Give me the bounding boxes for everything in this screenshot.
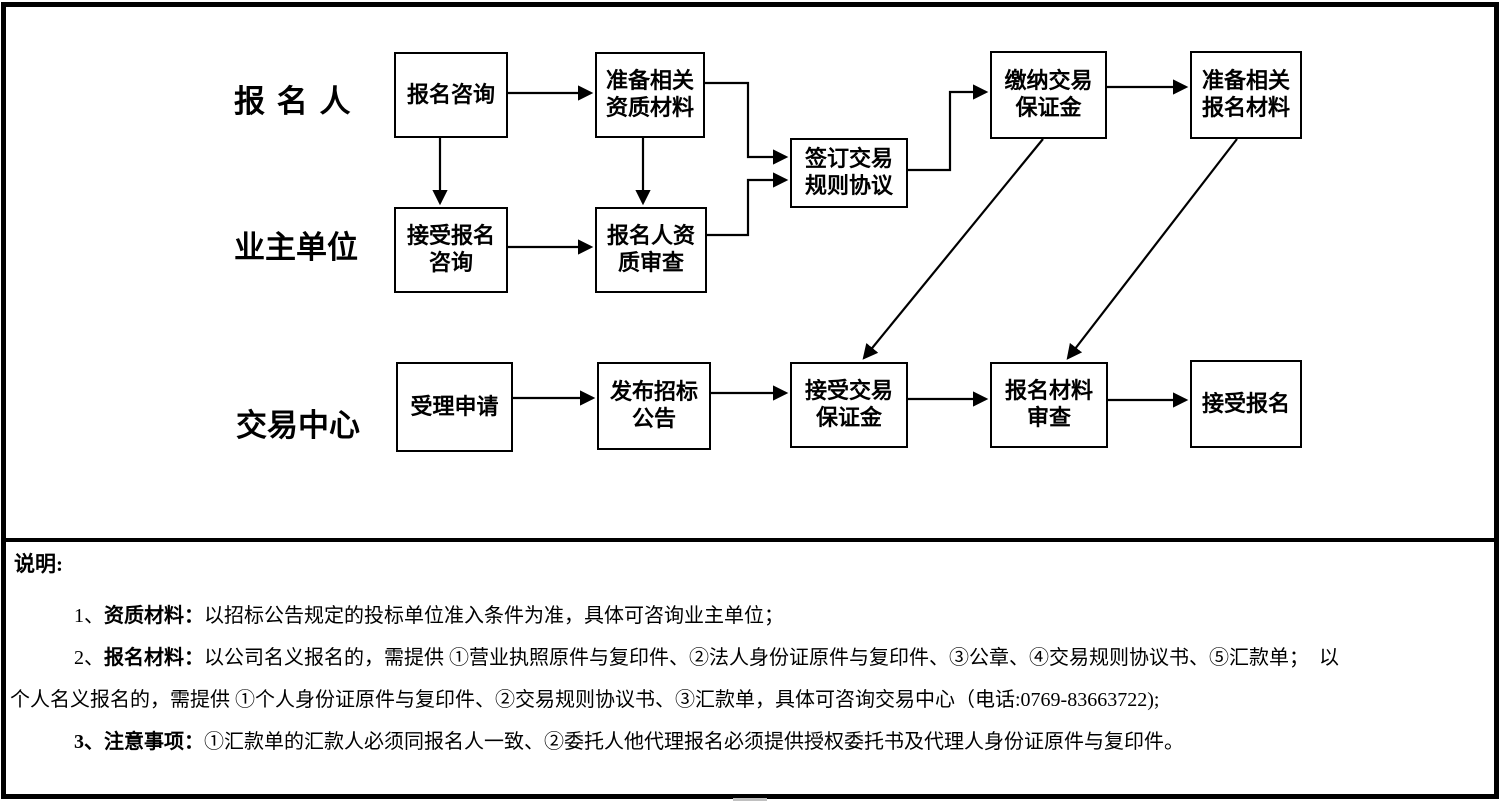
- arrow-deposit-diagonal: [862, 138, 1044, 360]
- arrow-review-to-agreement: [707, 172, 789, 237]
- section-divider: [2, 538, 1498, 542]
- note-text: 以公司名义报名的，需提供 ①营业执照原件与复印件、②法人身份证原件与复印件、③公…: [10, 647, 1339, 711]
- note-label: 报名材料：: [104, 647, 204, 669]
- node-registration-inquiry: 报名咨询: [394, 52, 508, 138]
- note-text: 以招标公告规定的投标单位准入条件为准，具体可咨询业主单位；: [204, 605, 784, 627]
- node-registration-material-review: 报名材料 审查: [990, 362, 1108, 448]
- note-item-qualification: 1、资质材料：以招标公告规定的投标单位准入条件为准，具体可咨询业主单位；: [10, 595, 1483, 637]
- note-item-registration-materials: 2、报名材料：以公司名义报名的，需提供 ①营业执照原件与复印件、②法人身份证原件…: [10, 637, 1483, 721]
- node-pay-trade-deposit: 缴纳交易 保证金: [990, 51, 1107, 139]
- node-applicant-qualification-review: 报名人资 质审查: [595, 207, 707, 293]
- note-label: 注意事项：: [104, 731, 204, 753]
- lane-label-applicant: 报 名 人: [234, 84, 353, 119]
- lane-label-owner-unit: 业主单位: [234, 230, 358, 265]
- arrow-materials-diagonal: [1066, 138, 1238, 360]
- node-prepare-registration-materials: 准备相关 报名材料: [1190, 51, 1302, 139]
- notes-section: 说明: 1、资质材料：以招标公告规定的投标单位准入条件为准，具体可咨询业主单位；…: [10, 551, 1483, 763]
- arrow-agreement-to-deposit: [908, 84, 989, 172]
- page-edge-artifact: [733, 798, 767, 801]
- node-accept-registration-inquiry: 接受报名 咨询: [394, 207, 508, 293]
- node-publish-bid-announcement: 发布招标 公告: [597, 362, 711, 450]
- node-prepare-qualification-materials: 准备相关 资质材料: [595, 52, 705, 138]
- note-number: 3、: [74, 731, 104, 753]
- note-text: ①汇款单的汇款人必须同报名人一致、②委托人他代理报名必须提供授权委托书及代理人身…: [204, 731, 1184, 753]
- node-accept-registration: 接受报名: [1190, 360, 1302, 448]
- note-number: 2、: [74, 647, 104, 669]
- node-accept-application: 受理申请: [396, 362, 513, 452]
- node-receive-trade-deposit: 接受交易 保证金: [790, 362, 908, 448]
- lane-label-trade-center: 交易中心: [236, 408, 360, 443]
- arrow-materials-to-agreement: [705, 81, 789, 165]
- note-label: 资质材料：: [104, 605, 204, 627]
- node-sign-trade-rules-agreement: 签订交易 规则协议: [790, 138, 908, 208]
- note-item-precautions: 3、注意事项：①汇款单的汇款人必须同报名人一致、②委托人他代理报名必须提供授权委…: [10, 721, 1483, 763]
- note-number: 1、: [74, 605, 104, 627]
- notes-heading: 说明:: [14, 552, 63, 576]
- flow-arrows: [432, 79, 1238, 408]
